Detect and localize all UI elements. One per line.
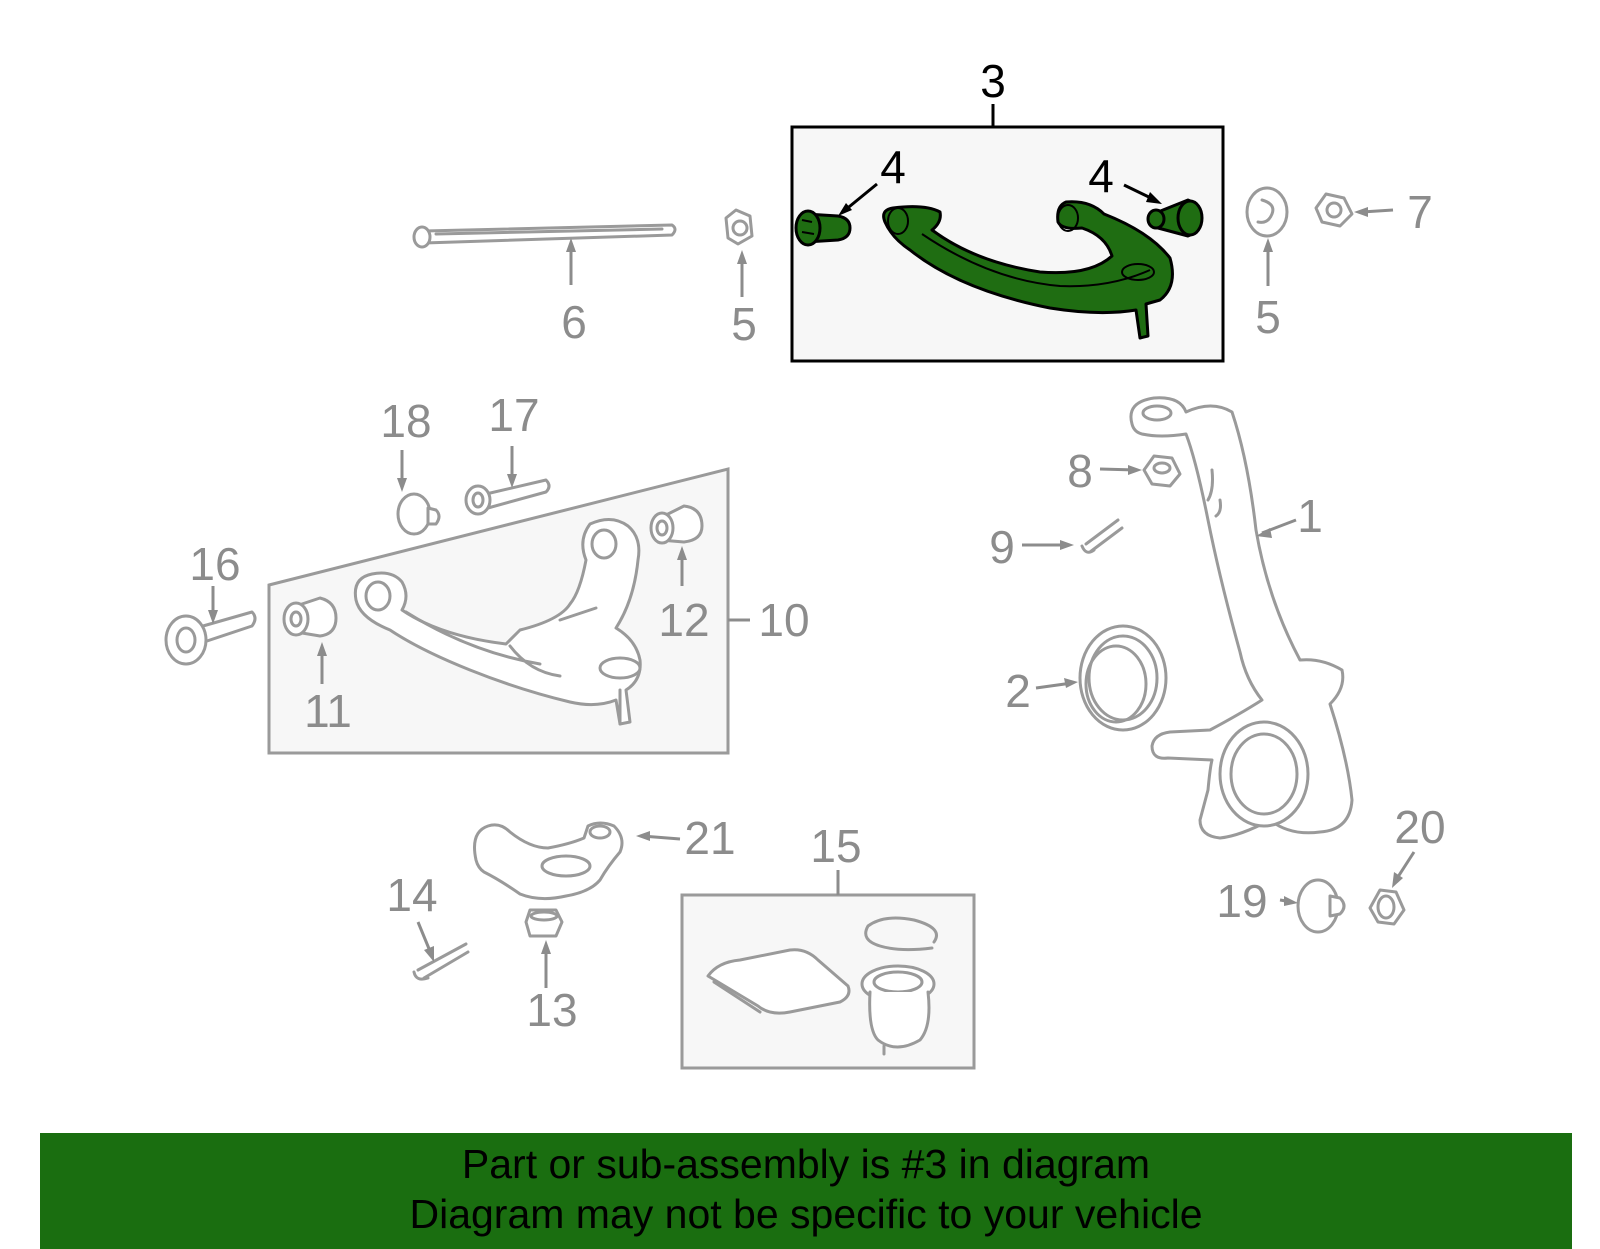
callout-6[interactable]: 6 (561, 296, 587, 348)
callout-18[interactable]: 18 (380, 395, 431, 447)
callout-4-left[interactable]: 4 (880, 141, 906, 193)
callout-11[interactable]: 11 (304, 685, 352, 737)
callout-13[interactable]: 13 (526, 984, 577, 1036)
grease-packet[interactable] (706, 948, 851, 1015)
callout-3[interactable]: 3 (980, 55, 1006, 107)
callout-8[interactable]: 8 (1067, 445, 1093, 497)
callout-10[interactable]: 10 (758, 594, 809, 646)
bolt-17[interactable] (464, 478, 551, 516)
bushing-4-left[interactable] (794, 209, 852, 247)
callout-7[interactable]: 7 (1407, 186, 1433, 238)
snap-ring[interactable] (864, 916, 938, 952)
callout-20[interactable]: 20 (1394, 801, 1445, 853)
banner-line-1: Part or sub-assembly is #3 in diagram (461, 1141, 1151, 1187)
cam-18[interactable] (396, 492, 441, 536)
callout-19[interactable]: 19 (1216, 875, 1267, 927)
bolt-6[interactable] (412, 223, 677, 249)
callout-4-right[interactable]: 4 (1088, 150, 1114, 202)
bushing-11[interactable] (282, 596, 338, 638)
nut-20[interactable] (1368, 888, 1406, 926)
cotter-pin-9[interactable] (1080, 518, 1124, 554)
callout-16[interactable]: 16 (189, 538, 240, 590)
nut-5-left[interactable] (724, 208, 754, 246)
callout-12[interactable]: 12 (658, 594, 709, 646)
nut-8[interactable] (1142, 454, 1182, 488)
steering-knuckle-1[interactable] (1129, 396, 1354, 840)
upper-control-arm[interactable] (882, 200, 1174, 340)
callout-15[interactable]: 15 (810, 820, 861, 872)
callout-9[interactable]: 9 (989, 521, 1015, 573)
callout-1[interactable]: 1 (1297, 490, 1323, 542)
dust-seal-2[interactable] (1078, 624, 1168, 732)
callout-2[interactable]: 2 (1005, 665, 1031, 717)
callout-14[interactable]: 14 (386, 869, 437, 921)
nut-7[interactable] (1314, 192, 1354, 228)
bracket-21[interactable] (473, 821, 624, 901)
bushing-12[interactable] (649, 504, 704, 545)
nut-13[interactable] (524, 908, 564, 938)
banner-line-2: Diagram may not be specific to your vehi… (409, 1191, 1203, 1237)
cap-19[interactable] (1296, 878, 1346, 934)
lower-control-arm[interactable] (353, 518, 642, 726)
callout-5-right[interactable]: 5 (1255, 291, 1281, 343)
info-banner: Part or sub-assembly is #3 in diagram Di… (40, 1133, 1572, 1249)
bushing-4-right[interactable] (1146, 198, 1204, 238)
washer-5-right[interactable] (1245, 186, 1289, 238)
cotter-pin-14[interactable] (412, 942, 470, 981)
callout-17[interactable]: 17 (488, 389, 539, 441)
callout-5-left[interactable]: 5 (731, 298, 757, 350)
callout-21[interactable]: 21 (684, 812, 735, 864)
bolt-16[interactable] (164, 610, 257, 666)
ball-joint-boot[interactable] (860, 964, 936, 1056)
